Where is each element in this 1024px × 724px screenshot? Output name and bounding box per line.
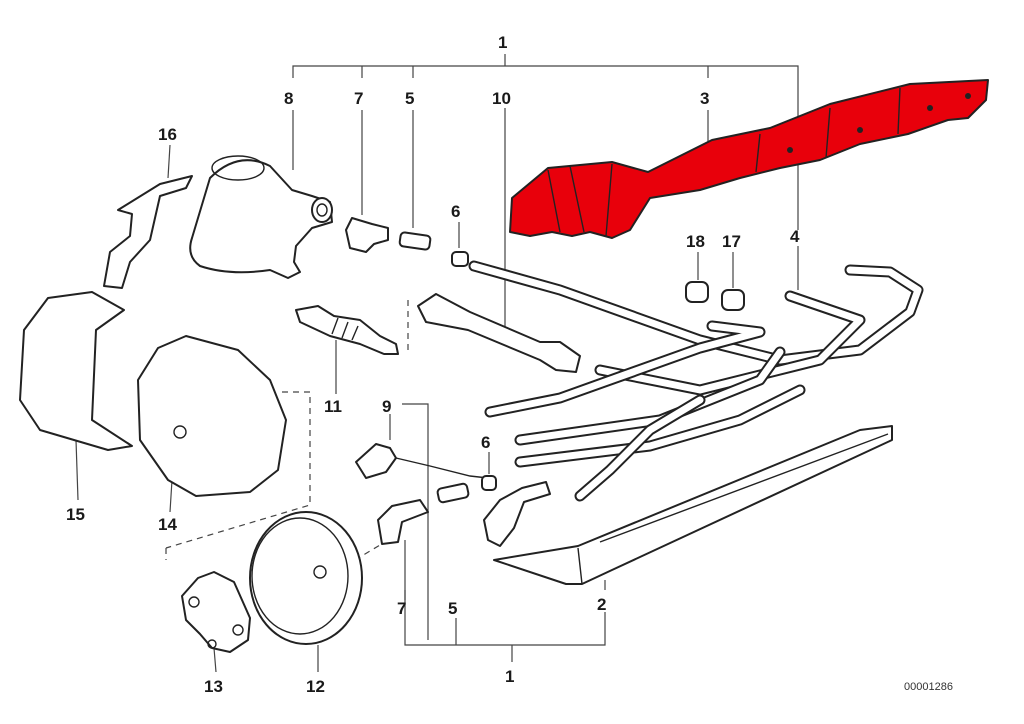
label-14: 14: [158, 515, 177, 534]
ring-part-6-mid: [481, 475, 497, 491]
plug-boot: [483, 481, 551, 547]
sleeve-part-5-bottom: [436, 482, 470, 504]
spark-plug-connector-part-7-bottom: [377, 499, 429, 545]
label-8: 8: [284, 89, 293, 108]
label-4: 4: [790, 227, 800, 246]
label-7-top: 7: [354, 89, 363, 108]
label-3: 3: [700, 89, 709, 108]
label-11: 11: [324, 397, 342, 416]
shield-part-15: [19, 291, 133, 451]
label-9: 9: [382, 397, 391, 416]
ring-part-6-top: [451, 251, 469, 267]
label-16: 16: [158, 125, 177, 144]
spark-plug-part-11: [295, 305, 399, 355]
mounting-bracket-part-13: [181, 571, 251, 653]
label-6-top: 6: [451, 202, 460, 221]
label-17: 17: [722, 232, 741, 251]
label-18: 18: [686, 232, 705, 251]
label-5-top: 5: [405, 89, 414, 108]
label-1-top: 1: [498, 33, 507, 52]
grommet-part-17: [721, 289, 745, 311]
part-number-labels: 1 8 7 5 10 3 16 6 18 17 4 11 9 6 15 14 7…: [66, 33, 953, 696]
label-5-bottom: 5: [448, 599, 457, 618]
spark-plug-connector-part-7-top: [345, 217, 389, 253]
label-7-bottom: 7: [397, 599, 406, 618]
distributor-cap-part-8: [189, 155, 333, 279]
label-12: 12: [306, 677, 325, 696]
pulley-part-12: [249, 511, 363, 645]
sleeve-part-5-top: [398, 231, 432, 251]
ignition-wires-part-4: [468, 260, 924, 502]
grommet-part-18: [685, 281, 709, 303]
label-6-mid: 6: [481, 433, 490, 452]
label-13: 13: [204, 677, 223, 696]
ignition-cover-part-3: [509, 79, 989, 239]
bracket-part-16: [103, 175, 193, 289]
connector-part-9: [355, 443, 489, 479]
diagram-reference-code: 00001286: [904, 681, 953, 693]
label-10: 10: [492, 89, 511, 108]
wire-rail-part-2: [493, 425, 893, 585]
connector-tube-part-10: [417, 293, 581, 373]
label-1-bottom: 1: [505, 667, 514, 686]
distributor-housing-part-14: [137, 335, 287, 497]
label-2: 2: [597, 595, 606, 614]
label-15: 15: [66, 505, 85, 524]
